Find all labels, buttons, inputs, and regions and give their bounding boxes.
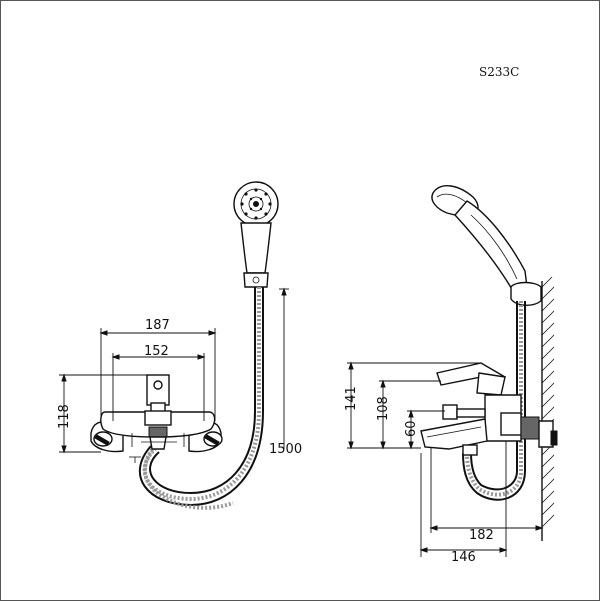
dim-label-118: 118 bbox=[57, 404, 72, 429]
dimension-182 bbox=[429, 448, 544, 533]
dim-label-141: 141 bbox=[344, 386, 359, 411]
shower-hose bbox=[138, 287, 264, 510]
wall-section bbox=[541, 276, 555, 541]
dim-label-1500: 1500 bbox=[269, 442, 302, 457]
model-code: S233C bbox=[479, 65, 519, 79]
dim-label-152: 152 bbox=[144, 344, 169, 359]
dim-label-182: 182 bbox=[469, 528, 494, 543]
dimension-60 bbox=[407, 409, 445, 450]
dimension-152 bbox=[111, 353, 206, 421]
dimension-187 bbox=[99, 328, 217, 421]
dim-label-108: 108 bbox=[376, 396, 391, 421]
front-view: 187 152 118 1500 bbox=[57, 181, 302, 510]
dim-label-187: 187 bbox=[145, 318, 170, 333]
hand-shower-side bbox=[431, 185, 542, 306]
mixer-body-front bbox=[100, 374, 216, 450]
wall-connector-left bbox=[90, 420, 124, 453]
side-view: 141 108 60 182 bbox=[344, 185, 558, 565]
mixer-body-side bbox=[420, 362, 558, 456]
dimension-146 bbox=[419, 441, 508, 557]
dimension-108 bbox=[379, 379, 441, 450]
dimension-118 bbox=[59, 373, 169, 454]
dimension-1500 bbox=[279, 287, 289, 449]
dim-label-60: 60 bbox=[404, 420, 419, 437]
dim-label-146: 146 bbox=[451, 550, 476, 565]
hand-shower-head bbox=[233, 181, 279, 288]
shower-hose-side bbox=[462, 301, 526, 501]
